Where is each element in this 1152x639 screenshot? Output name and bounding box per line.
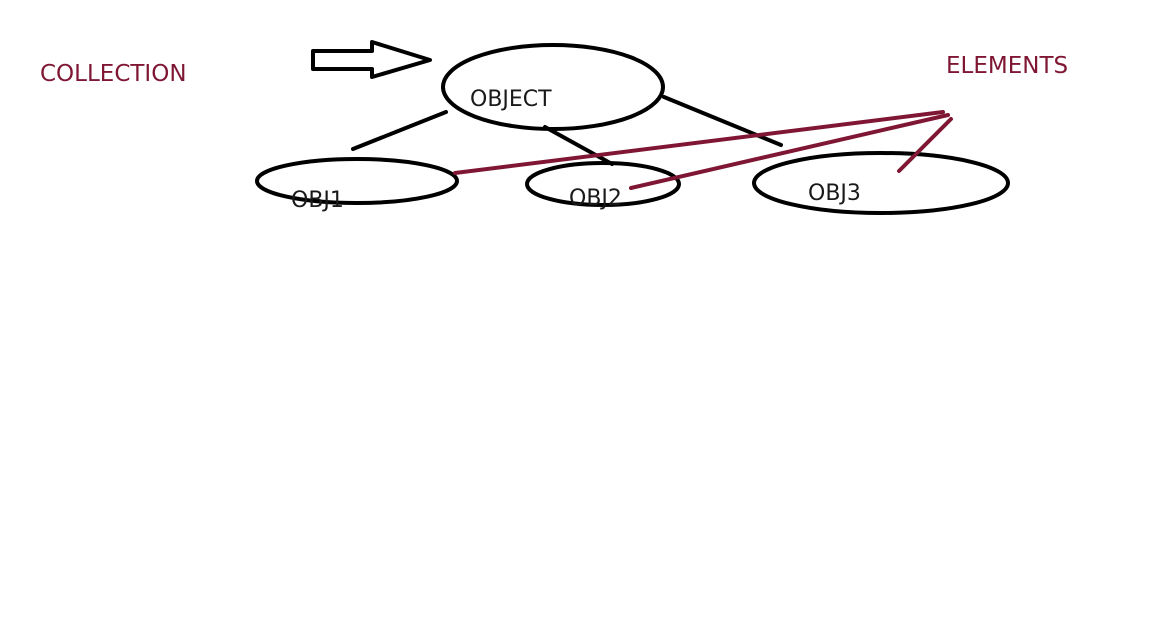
- collection-label: COLLECTION: [40, 61, 187, 87]
- object-node-label: OBJECT: [470, 87, 552, 112]
- elements-link-obj2: [629, 113, 950, 190]
- elements-link-obj1: [453, 110, 945, 175]
- edge-object-obj1: [351, 110, 448, 151]
- elements-link-obj3: [897, 117, 953, 173]
- obj2-node-label: OBJ2: [569, 186, 622, 211]
- obj3-node: [752, 151, 1010, 215]
- obj1-node-label: OBJ1: [291, 188, 344, 213]
- edge-object-obj2: [543, 125, 614, 166]
- obj1-node: [255, 157, 459, 205]
- edge-object-obj3: [662, 95, 783, 147]
- right-arrow-icon: [311, 40, 432, 79]
- object-node: [441, 43, 665, 131]
- obj2-node: [525, 161, 681, 207]
- obj3-node-label: OBJ3: [808, 181, 861, 206]
- elements-label: ELEMENTS: [946, 53, 1068, 79]
